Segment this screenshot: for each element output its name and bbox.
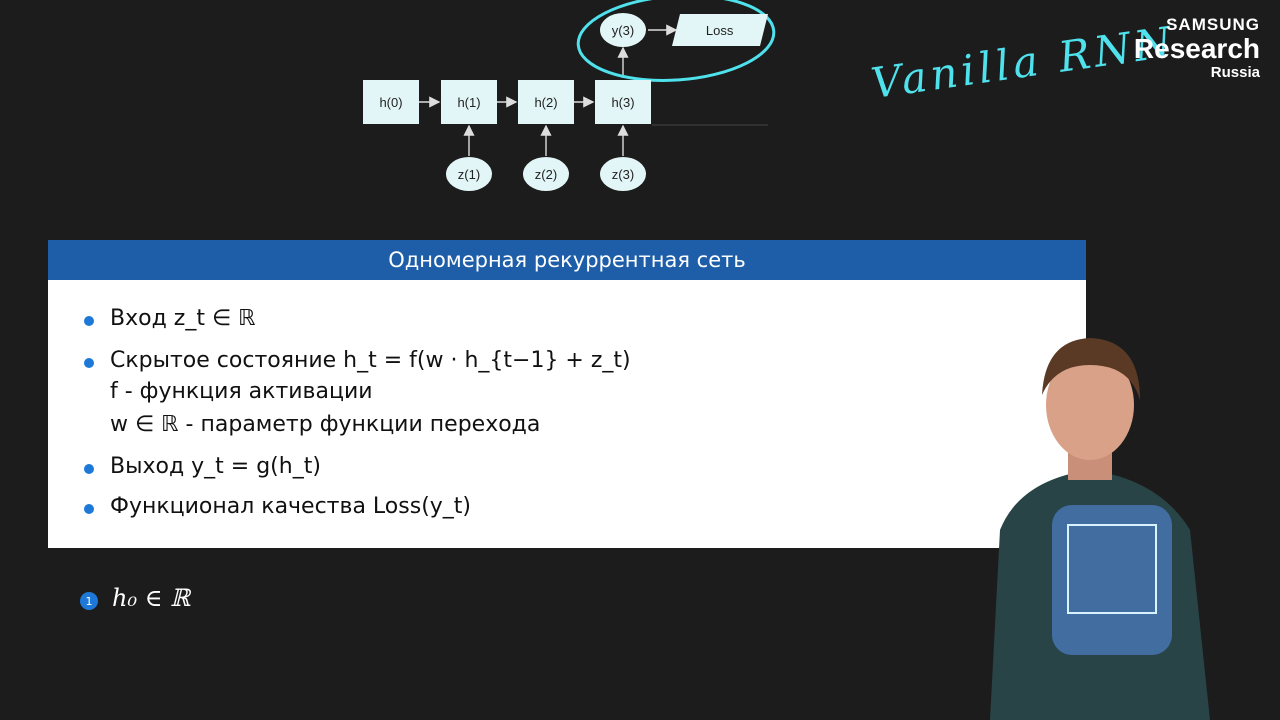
- node-h2: h(2): [518, 80, 574, 124]
- node-loss: Loss: [672, 14, 768, 46]
- node-z2: z(2): [523, 157, 569, 191]
- node-h1: h(1): [441, 80, 497, 124]
- bullet-text: Выход y_t = g(h_t): [110, 454, 321, 479]
- brand-line1: SAMSUNG: [1166, 15, 1260, 34]
- node-h3: h(3): [595, 80, 651, 124]
- node-z3: z(3): [600, 157, 646, 191]
- presenter-figure: [990, 338, 1210, 720]
- bullet-text: Функционал качества Loss(y_t): [110, 494, 472, 519]
- sub-line-parameter: w ∈ ℝ - параметр функции перехода: [110, 412, 541, 437]
- numbered-item-text: h₀ ∈ ℝ: [112, 584, 191, 612]
- sub-line-activation: f - функция активации: [110, 379, 373, 404]
- bullet-text: Вход z_t ∈ ℝ: [110, 306, 256, 331]
- highlight-circle: [576, 0, 776, 82]
- bullet-dot: [84, 358, 94, 368]
- bullet-text: Скрытое состояние h_t = f(w · h_{t−1} + …: [110, 348, 631, 373]
- node-h0: h(0): [363, 80, 419, 124]
- node-loss-label: Loss: [706, 22, 734, 38]
- node-z1: z(1): [446, 157, 492, 191]
- bullet-dot: [84, 316, 94, 326]
- node-y3: y(3): [600, 13, 646, 47]
- bullet-dot: [84, 504, 94, 514]
- brand-line2: Research: [1133, 33, 1260, 64]
- diagram-connections: [419, 0, 776, 156]
- bullet-dot: [84, 464, 94, 474]
- slide-title: Одномерная рекуррентная сеть: [48, 240, 1086, 280]
- number-badge: 1: [80, 592, 98, 610]
- slide-card: Одномерная рекуррентная сеть Вход z_t ∈ …: [48, 240, 1086, 548]
- brand-line3: Russia: [1210, 64, 1260, 81]
- brand-logo: SAMSUNG Research Russia: [1134, 16, 1260, 80]
